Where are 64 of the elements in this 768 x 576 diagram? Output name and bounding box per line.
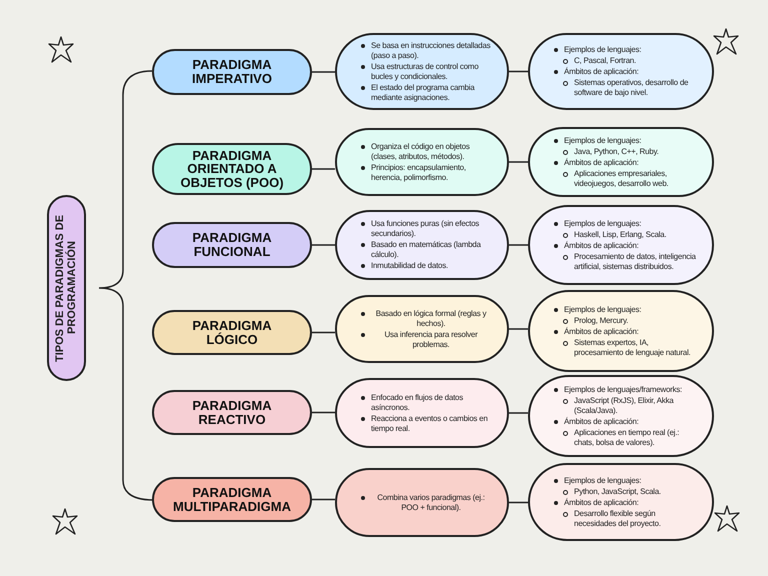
title-text: TIPOS DE PARADIGMAS DE PROGRAMACIÓN <box>54 213 79 364</box>
bullet-text: El estado del programa cambia mediante asignaciones. <box>371 82 476 102</box>
connector-line <box>312 244 335 246</box>
bullet-text: Ámbitos de aplicación: <box>564 158 639 168</box>
examples-pill <box>528 33 714 110</box>
bullet-text: Ámbitos de aplicación: <box>564 498 639 508</box>
bullet-text: Combina varios paradigmas (ej.: POO + funcional). <box>376 492 486 512</box>
bullet-text: Python, JavaScript, Scala. <box>574 486 661 496</box>
bullet-text: Basado en lógica formal (reglas y hechos). <box>374 308 488 328</box>
paradigm-pill <box>152 143 312 195</box>
bullet-text: Ámbitos de aplicación: <box>564 326 639 336</box>
bullet-text: Basado en matemáticas (lambda cálculo). <box>371 240 482 260</box>
connector-line <box>509 161 528 163</box>
bullet-text: Prolog, Mercury. <box>574 316 628 326</box>
bullet-text: JavaScript (RxJS), Elixir, Akka (Scala/Java). <box>574 396 675 416</box>
bullet-text: Inmutabilidad de datos. <box>371 261 448 271</box>
paradigm-pill <box>152 222 312 268</box>
bullet-text: Haskell, Lisp, Erlang, Scala. <box>574 230 666 240</box>
bullet-text: Ámbitos de aplicación: <box>564 416 639 426</box>
bullet-text: Ejemplos de lenguajes: <box>564 476 642 486</box>
paradigm-title: PARADIGMA ORIENTADO A OBJETOS (POO) <box>179 148 285 190</box>
connector-line <box>509 328 528 330</box>
bullet-text: Procesamiento de datos, inteligencia artificial, sistemas distribuidos. <box>574 252 696 272</box>
bullet-text: Se basa en instrucciones detalladas (paso a paso). <box>371 40 491 60</box>
bullet-text: Enfocado en flujos de datos asíncronos. <box>371 392 464 412</box>
bullet-text: Ejemplos de lenguajes: <box>564 304 642 314</box>
bullet-text: Aplicaciones empresariales, videojuegos, desarrollo web. <box>574 168 670 188</box>
title-pill <box>47 195 86 381</box>
connector-line <box>312 71 335 73</box>
bullet-text: Principios: encapsulamiento, herencia, polimorfismo. <box>371 162 467 182</box>
paradigm-pill <box>152 49 312 95</box>
paradigm-title: PARADIGMA LÓGICO <box>191 318 273 346</box>
bullet-text: Ámbitos de aplicación: <box>564 240 639 250</box>
paradigm-title: PARADIGMA REACTIVO <box>191 398 273 426</box>
bullet-text: Ejemplos de lenguajes: <box>564 45 642 55</box>
bullet-text: Ejemplos de lenguajes: <box>564 136 642 146</box>
bullet-text: Java, Python, C++, Ruby. <box>574 146 659 156</box>
connector-line <box>509 412 528 414</box>
bullet-text: Usa estructuras de control como bucles y condicionales. <box>371 62 480 82</box>
paradigm-title: PARADIGMA MULTIPARADIGMA <box>172 486 292 514</box>
paradigm-pill <box>152 390 312 435</box>
bullet-text: Sistemas expertos, IA, procesamiento de lenguaje natural. <box>574 338 692 358</box>
bullet-text: Usa inferencia para resolver problemas. <box>383 330 479 350</box>
connector-line <box>312 498 335 500</box>
paradigm-pill <box>152 310 312 355</box>
connector-line <box>509 70 528 72</box>
bullet-text: Organiza el código en objetos (clases, atributos, métodos). <box>371 142 471 162</box>
connector-line <box>509 502 528 504</box>
connector-line <box>312 332 335 334</box>
bullet-text: Sistemas operativos, desarrollo de software de bajo nivel. <box>574 78 690 98</box>
paradigm-title: PARADIGMA FUNCIONAL <box>191 231 273 259</box>
bullet-text: Desarrollo flexible según necesidades del proyecto. <box>574 508 662 528</box>
connector-line <box>312 412 335 414</box>
bullet-text: Ejemplos de lenguajes: <box>564 218 642 228</box>
paradigm-title: PARADIGMA IMPERATIVO <box>191 58 273 86</box>
bullet-text: Ámbitos de aplicación: <box>564 67 639 77</box>
bullet-text: C, Pascal, Fortran. <box>574 56 636 66</box>
paradigm-pill <box>152 477 312 522</box>
bullet-text: Reacciona a eventos o cambios en tiempo real. <box>371 414 489 434</box>
connector-line <box>509 244 528 246</box>
connector-line <box>312 168 335 170</box>
bullet-text: Ejemplos de lenguajes/frameworks: <box>564 384 682 394</box>
bullet-text: Aplicaciones en tiempo real (ej.: chats, bolsa de valores). <box>574 428 680 448</box>
bullet-text: Usa funciones puras (sin efectos secundarios). <box>371 219 480 239</box>
